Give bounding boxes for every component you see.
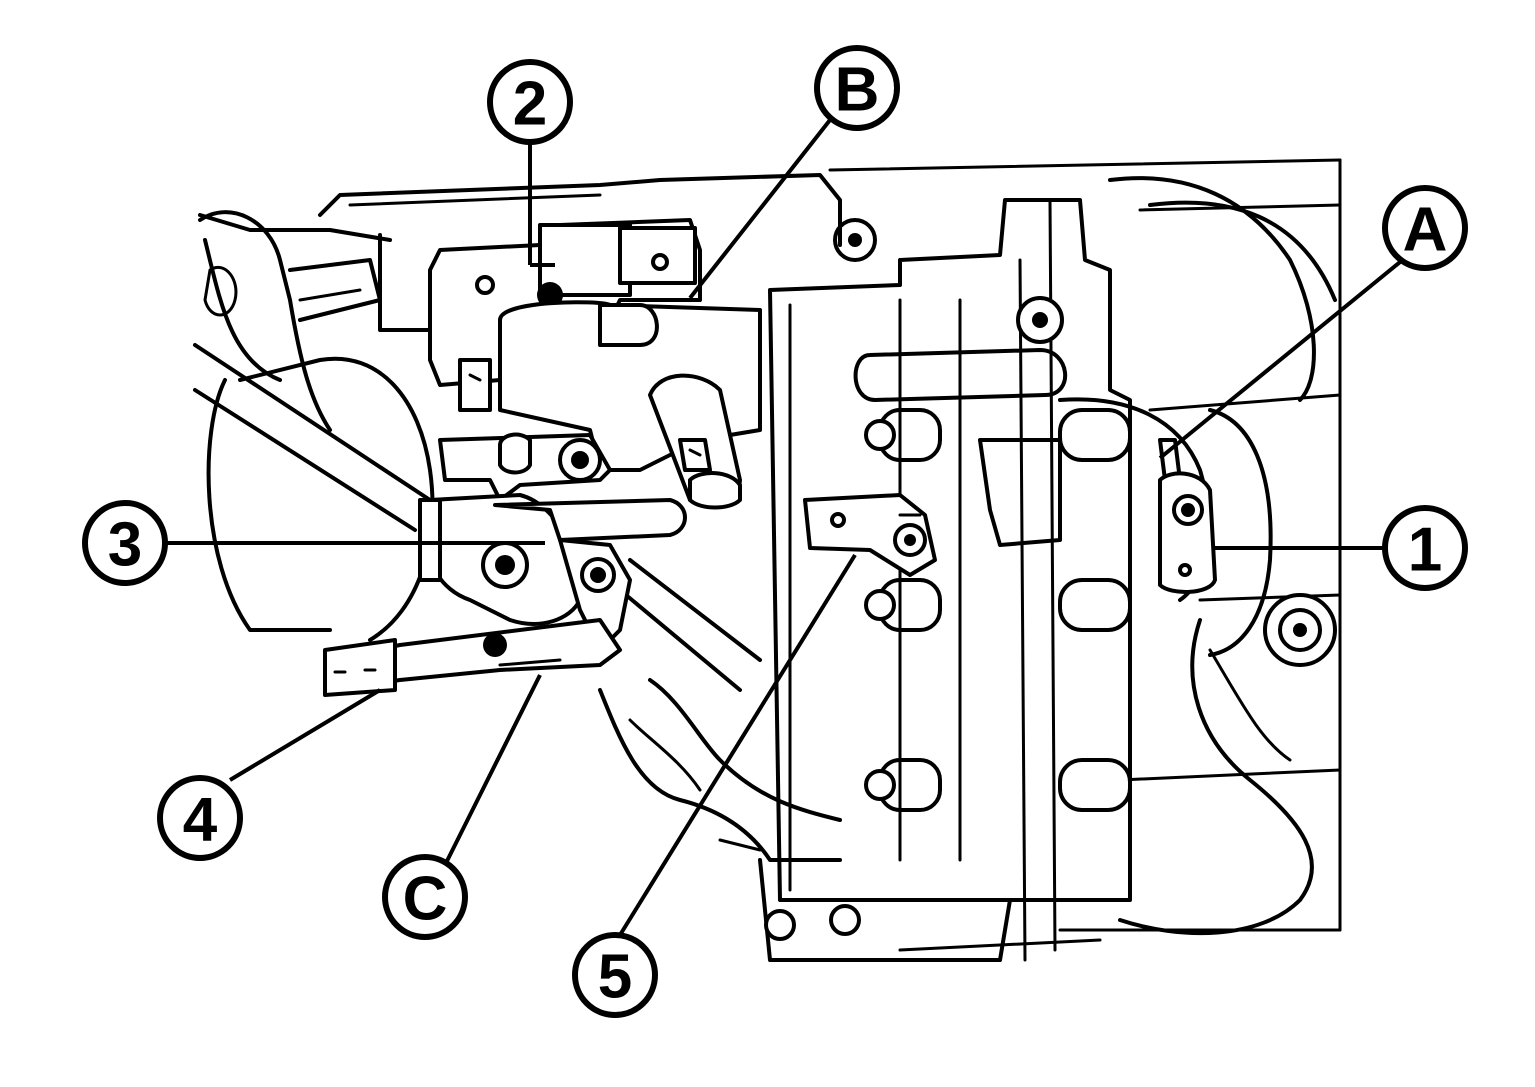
- callout-2: 2: [487, 59, 573, 145]
- lever-part1: [1158, 438, 1217, 594]
- transmission-case: [758, 158, 1342, 962]
- callout-b-label: B: [835, 56, 880, 125]
- callout-a-label: A: [1403, 196, 1448, 265]
- callout-c: C: [382, 854, 468, 940]
- leader-5: [618, 553, 857, 937]
- callout-1-label: 1: [1408, 516, 1442, 585]
- leader-a: [1158, 256, 1407, 460]
- callout-5: 5: [572, 932, 658, 1018]
- leader-c: [443, 674, 542, 866]
- callout-1: 1: [1382, 505, 1468, 591]
- callout-5-label: 5: [598, 943, 632, 1012]
- shift-cable: [193, 343, 762, 692]
- callout-b: B: [814, 45, 900, 131]
- leader-4: [228, 688, 382, 782]
- rubber-boot: [598, 678, 842, 862]
- flange-bolts: [764, 408, 1132, 941]
- callout-c-label: C: [403, 865, 448, 934]
- callout-2-label: 2: [513, 70, 547, 139]
- callout-4-label: 4: [183, 786, 218, 855]
- leader-lines: [165, 118, 1425, 937]
- callout-4: 4: [157, 775, 243, 861]
- shift-lever-assembly: [323, 432, 687, 697]
- callout-a: A: [1382, 185, 1468, 271]
- switch-bracket-part5: [803, 493, 937, 577]
- callout-3: 3: [82, 500, 168, 586]
- leader-b: [688, 118, 832, 300]
- switch-assembly: [428, 218, 762, 510]
- callout-3-label: 3: [108, 511, 142, 580]
